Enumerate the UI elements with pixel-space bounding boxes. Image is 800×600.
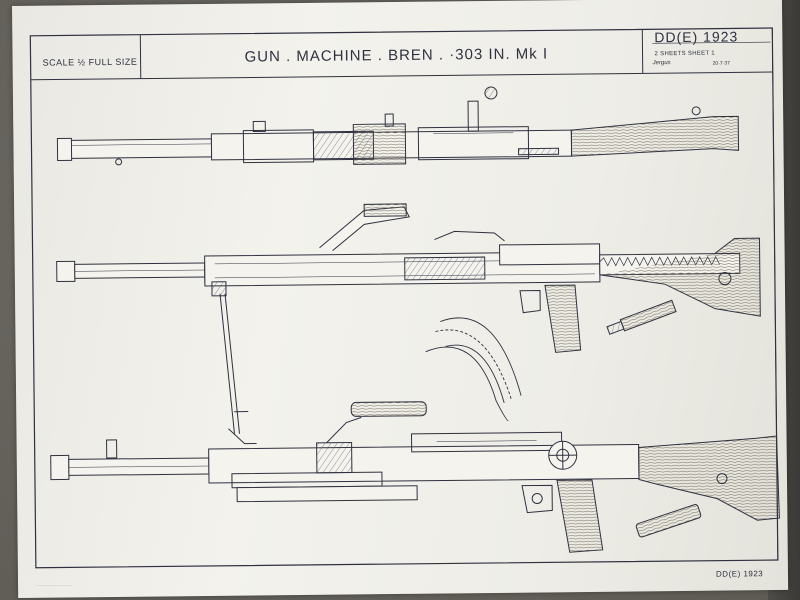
date-note: 20·7·37 <box>712 60 730 67</box>
drawing-number: DD(E) 1923 <box>654 28 739 46</box>
section-view-gun <box>56 203 761 445</box>
side-view-gun <box>50 401 780 553</box>
technical-drawing <box>29 27 780 569</box>
footer-small-print: ................................ <box>36 581 72 587</box>
drawing-sheet: SCALE ½ FULL SIZE GUN . MACHINE . BREN .… <box>12 0 789 598</box>
sheets-note: 2 SHEETS SHEET 1 <box>654 50 715 58</box>
magazine <box>425 317 522 422</box>
drawing-title: GUN . MACHINE . BREN . ·303 IN. Mk I <box>244 45 549 66</box>
scale-note: SCALE ½ FULL SIZE <box>42 56 138 68</box>
title-block-line <box>30 71 773 81</box>
footer-drawing-number: DD(E) 1923 <box>715 569 764 579</box>
signature: Jergus <box>652 60 671 67</box>
top-view-gun <box>56 86 740 166</box>
